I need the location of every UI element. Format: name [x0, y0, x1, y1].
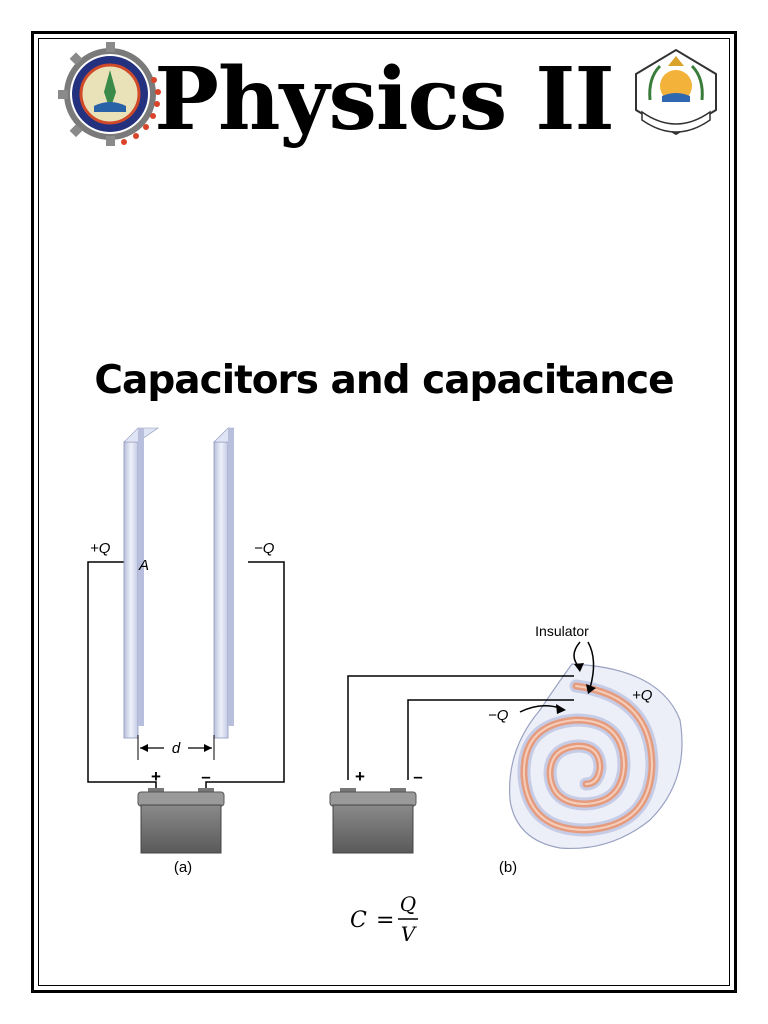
plus-charge-label-a: +Q	[90, 540, 111, 557]
plus-terminal-b: +	[355, 767, 365, 786]
minus-terminal-b: –	[413, 767, 422, 786]
minus-charge-label-a: −Q	[254, 540, 275, 557]
page-border-outer	[31, 31, 737, 993]
battery-a	[137, 788, 225, 854]
capacitor-diagram: d +Q −Q A + – (a) Insulator	[87, 427, 683, 876]
minus-terminal-a: –	[201, 767, 210, 786]
distance-label: d	[172, 740, 181, 757]
formula-numerator: Q	[400, 892, 416, 916]
plus-terminal-a: +	[151, 767, 161, 786]
area-label: A	[138, 557, 149, 574]
page-title: Physics II	[154, 49, 614, 150]
mansoura-university-seal	[635, 48, 717, 136]
caption-a: (a)	[174, 859, 192, 876]
wire-b-negative	[407, 699, 574, 780]
insulator-label: Insulator	[535, 623, 589, 639]
wire-right	[205, 561, 285, 792]
faculty-of-engineering-logo	[58, 42, 161, 146]
capacitance-formula: C = Q V	[350, 892, 418, 946]
section-title: Capacitors and capacitance	[94, 358, 674, 403]
plus-charge-label-b: +Q	[632, 687, 653, 704]
wire-left	[87, 561, 157, 792]
plate-positive	[123, 427, 159, 739]
plate-negative	[213, 427, 235, 739]
formula-lhs: C	[350, 908, 367, 933]
minus-charge-label-b: −Q	[488, 707, 509, 724]
page-border-inner	[38, 38, 730, 986]
wire-b-positive	[347, 675, 574, 780]
caption-b: (b)	[499, 859, 517, 876]
battery-b	[329, 788, 417, 854]
figure-b-rolled-capacitor: Insulator −Q +Q + – (b)	[329, 623, 683, 876]
formula-equals: =	[376, 908, 394, 933]
figure-a-parallel-plate: d +Q −Q A + – (a)	[87, 427, 285, 876]
formula-denominator: V	[401, 922, 418, 946]
